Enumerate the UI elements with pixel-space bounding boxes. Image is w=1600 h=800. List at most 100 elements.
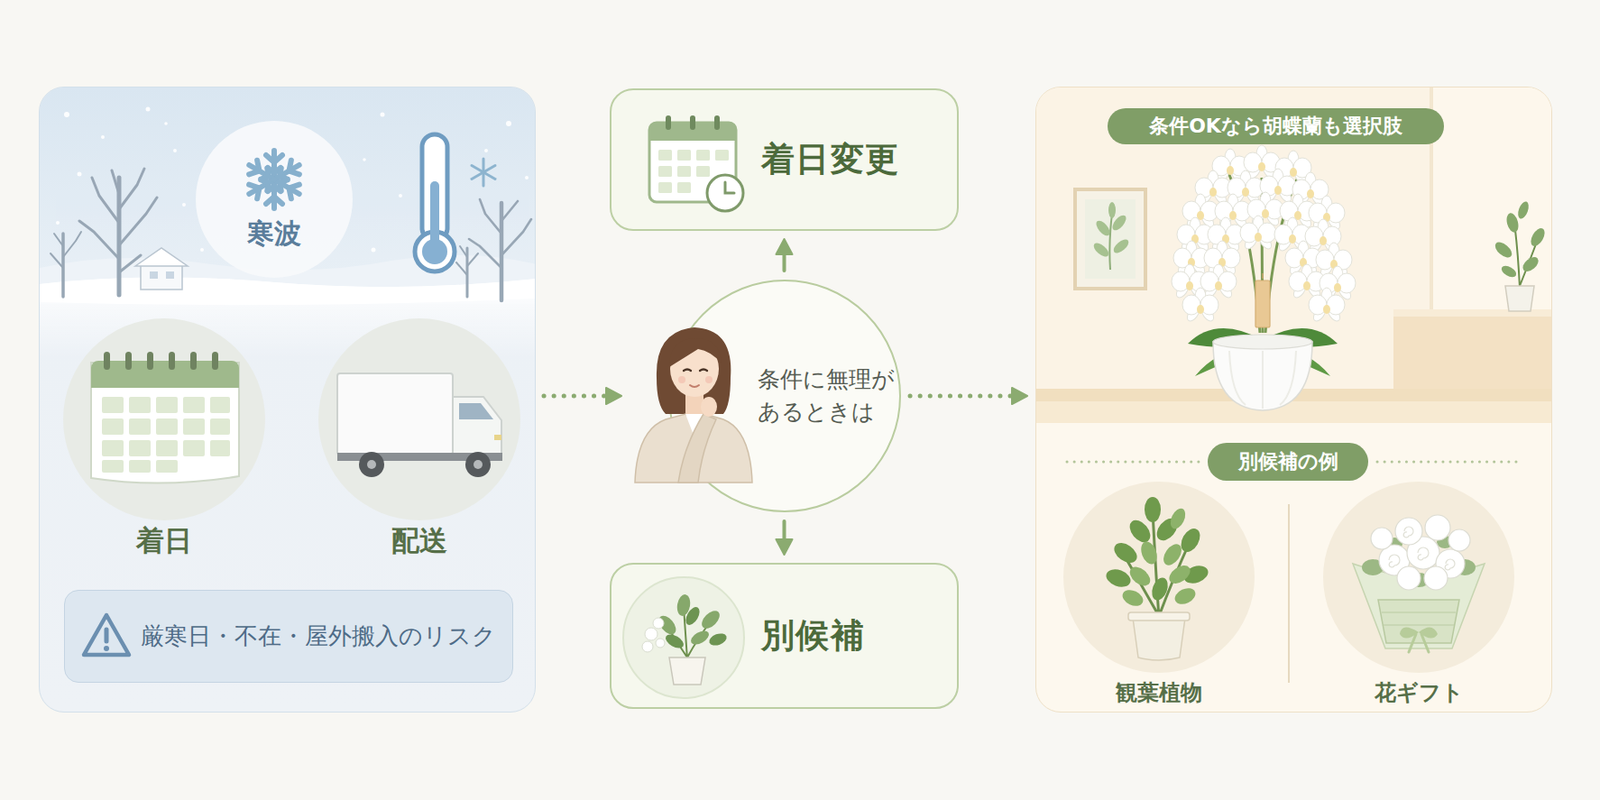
plant-icon xyxy=(652,617,664,629)
flower-gift-picture xyxy=(1399,626,1438,638)
flow-arrow xyxy=(910,387,1028,405)
flow-arrow xyxy=(543,387,622,405)
truck-icon xyxy=(337,373,453,455)
flower-gift-picture xyxy=(1403,526,1414,538)
winter-scene xyxy=(55,220,60,225)
room-scene xyxy=(1091,240,1112,260)
option-box: 別候補 xyxy=(609,562,959,709)
option-label: 別候補 xyxy=(761,616,865,656)
truck-icon xyxy=(473,459,483,469)
winter-scene xyxy=(471,165,496,180)
room-scene xyxy=(1261,273,1264,279)
winter-scene xyxy=(39,276,536,305)
cold-wave-label: 寒波 xyxy=(247,217,302,250)
room-scene xyxy=(1094,218,1113,239)
decision-figure xyxy=(683,369,708,372)
plant-icon xyxy=(623,577,745,699)
room-scene xyxy=(1492,239,1516,260)
room-scene xyxy=(1308,287,1345,323)
calendar-clock-icon xyxy=(715,149,729,161)
foliage-plant-picture xyxy=(1132,617,1186,661)
room-scene xyxy=(1433,87,1553,313)
truck-icon xyxy=(317,317,522,522)
calendar-icon xyxy=(128,440,151,457)
warning-icon xyxy=(103,645,110,652)
winter-scene xyxy=(149,271,158,279)
arrow-head xyxy=(776,539,793,555)
option-label: 着日変更 xyxy=(761,139,901,180)
winter-scene xyxy=(524,175,529,180)
flower-gift-picture xyxy=(1381,612,1456,626)
winter-scene xyxy=(135,248,188,267)
calendar-icon xyxy=(183,440,205,457)
plant-icon xyxy=(669,657,706,685)
plant-icon xyxy=(644,627,658,641)
decision-figure xyxy=(669,338,722,368)
warning-icon xyxy=(79,609,134,663)
circle-caption: 着日 xyxy=(136,524,193,558)
calendar-icon xyxy=(63,318,266,521)
foliage-plant-picture xyxy=(1125,515,1155,546)
foliage-plant-picture xyxy=(1062,480,1256,674)
truck-icon xyxy=(494,434,502,441)
heading-pill: 条件OKなら胡蝶蘭も選択肢 xyxy=(1107,108,1444,145)
calendar-icon xyxy=(101,459,124,473)
calendar-icon xyxy=(62,317,267,522)
option-box: 着日変更 xyxy=(609,88,959,231)
room-scene xyxy=(1229,350,1297,409)
room-scene xyxy=(1287,504,1290,683)
decision-figure xyxy=(678,413,717,483)
room-scene xyxy=(1182,287,1219,323)
plant-icon xyxy=(662,604,728,651)
room-scene xyxy=(1075,189,1146,289)
arrow-head xyxy=(1011,387,1028,405)
plant-icon xyxy=(655,638,665,648)
warning-icon xyxy=(83,615,129,655)
winter-scene xyxy=(165,271,175,279)
winter-scene xyxy=(471,158,496,186)
arrival-date-circle: 着日 xyxy=(62,317,267,558)
calendar-icon xyxy=(101,396,230,473)
calendar-icon xyxy=(210,440,230,457)
winter-scene xyxy=(398,193,403,198)
winter-scene xyxy=(77,172,83,177)
arrow-head xyxy=(606,387,622,405)
calendar-icon xyxy=(211,351,219,370)
risk-text: 厳寒日・不在・屋外搬入のリスク xyxy=(140,622,497,651)
calendar-icon xyxy=(128,459,151,473)
foliage-plant-picture xyxy=(1159,541,1186,569)
calendar-clock-icon xyxy=(658,149,672,161)
flower-gift-picture xyxy=(1370,514,1471,590)
winter-scene xyxy=(422,239,448,265)
winter-scene xyxy=(468,199,532,268)
calendar-icon xyxy=(156,440,178,457)
plant-icon xyxy=(662,631,686,651)
winter-scene xyxy=(200,248,204,252)
winter-scene xyxy=(362,157,367,162)
calendar-icon xyxy=(101,396,124,414)
decision-text: 条件に無理があるときは xyxy=(757,363,898,430)
flower-gift-picture xyxy=(1408,634,1429,653)
calendar-icon xyxy=(103,351,111,370)
circle-caption: 配送 xyxy=(391,524,448,558)
flower-gift-picture xyxy=(1444,559,1455,571)
foliage-plant-picture xyxy=(1172,585,1199,608)
foliage-plant-picture xyxy=(1063,481,1255,673)
warning-icon xyxy=(104,629,110,642)
cold-wave-icon xyxy=(195,120,353,278)
calendar-icon xyxy=(183,396,205,414)
plant-icon xyxy=(698,607,724,633)
calendar-clock-icon xyxy=(665,115,672,130)
room-scene xyxy=(1036,401,1553,423)
foliage-plant-picture xyxy=(1126,563,1154,590)
calendar-clock-icon xyxy=(725,182,735,194)
decision-figure xyxy=(634,413,753,483)
calendar-icon xyxy=(190,351,197,370)
flower-gift-picture xyxy=(1424,566,1448,590)
room-scene xyxy=(1527,225,1547,249)
winter-scene xyxy=(101,135,105,139)
foliage-plant-picture xyxy=(1120,505,1199,609)
decision-circle: 条件に無理があるときは xyxy=(629,278,902,514)
flower-gift-picture xyxy=(1448,529,1471,552)
winter-scene xyxy=(505,120,512,127)
